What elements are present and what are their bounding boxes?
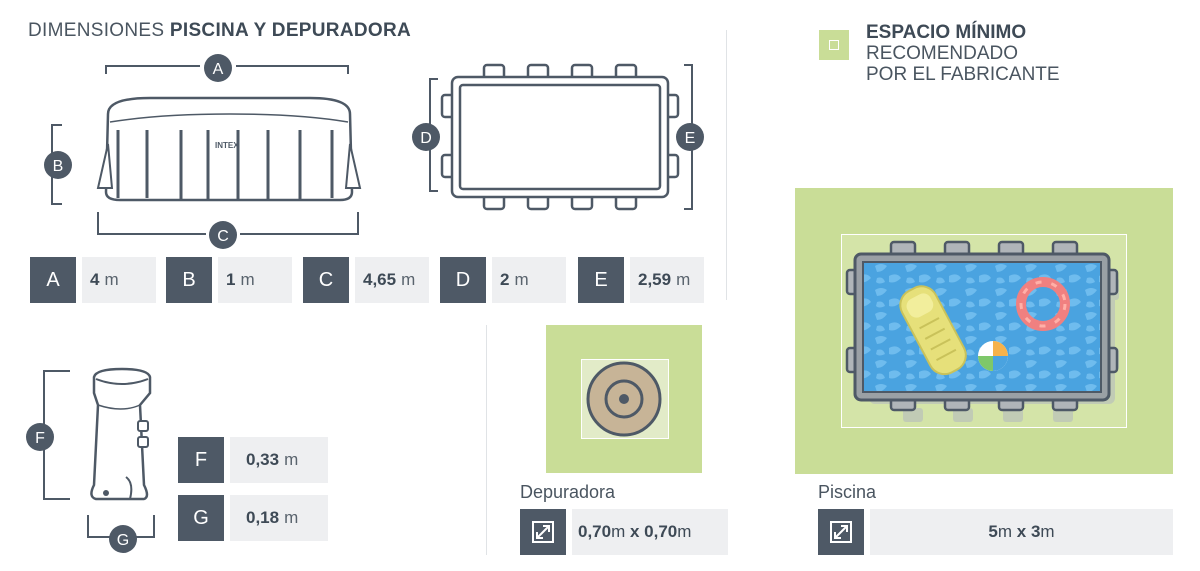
pool-top-illustration: [845, 240, 1119, 422]
title-bold: PISCINA Y DEPURADORA: [169, 20, 411, 41]
depuradora-top-icon: [586, 361, 662, 437]
page-title: DIMENSIONES PISCINA Y DEPURADORA: [28, 20, 411, 42]
label-g: G: [117, 532, 129, 549]
pool-top-view-diagram: D E: [412, 63, 704, 211]
piscina-space-area: [795, 188, 1173, 474]
piscina-resize-icon: [818, 509, 864, 555]
label-a-badge: A: [204, 54, 232, 82]
divider-vertical-bottom: [486, 325, 487, 555]
label-b-badge: B: [44, 151, 72, 179]
legend-line-2: RECOMENDADO: [866, 43, 1019, 64]
label-a: A: [213, 61, 224, 78]
title-light: DIMENSIONES: [28, 20, 170, 41]
legend-line-1: ESPACIO MÍNIMO: [866, 22, 1027, 43]
legend-line-3: POR EL FABRICANTE: [866, 64, 1060, 85]
legend-swatch-icon: [819, 30, 849, 60]
intex-logo-text: INTEX: [215, 141, 239, 150]
label-c: C: [217, 228, 229, 245]
label-e-badge: E: [676, 123, 704, 151]
label-d: D: [420, 130, 432, 147]
dimension-b-letter: B: [166, 257, 212, 303]
label-f: F: [35, 430, 45, 447]
filter-pump-diagram: F G: [26, 367, 155, 553]
label-e: E: [685, 130, 696, 147]
dimension-f-letter: F: [178, 437, 224, 483]
piscina-caption: Piscina: [818, 482, 877, 502]
dimension-g-letter: G: [178, 495, 224, 541]
depuradora-caption: Depuradora: [520, 482, 616, 502]
label-c-badge: C: [209, 221, 237, 249]
divider-vertical-top: [726, 30, 727, 300]
label-b: B: [53, 158, 64, 175]
depuradora-space-area: [546, 325, 702, 473]
dimension-d-letter: D: [440, 257, 486, 303]
label-f-badge: F: [26, 423, 54, 451]
legend-title: ESPACIO MÍNIMO RECOMENDADO POR EL FABRIC…: [866, 22, 1060, 85]
label-g-badge: G: [109, 525, 137, 553]
label-d-badge: D: [412, 123, 440, 151]
depuradora-resize-icon: [520, 509, 566, 555]
dimension-c-letter: C: [303, 257, 349, 303]
dimension-e-letter: E: [578, 257, 624, 303]
dimension-a-letter: A: [30, 257, 76, 303]
pool-side-view-diagram: A B INTEX C: [44, 54, 362, 249]
